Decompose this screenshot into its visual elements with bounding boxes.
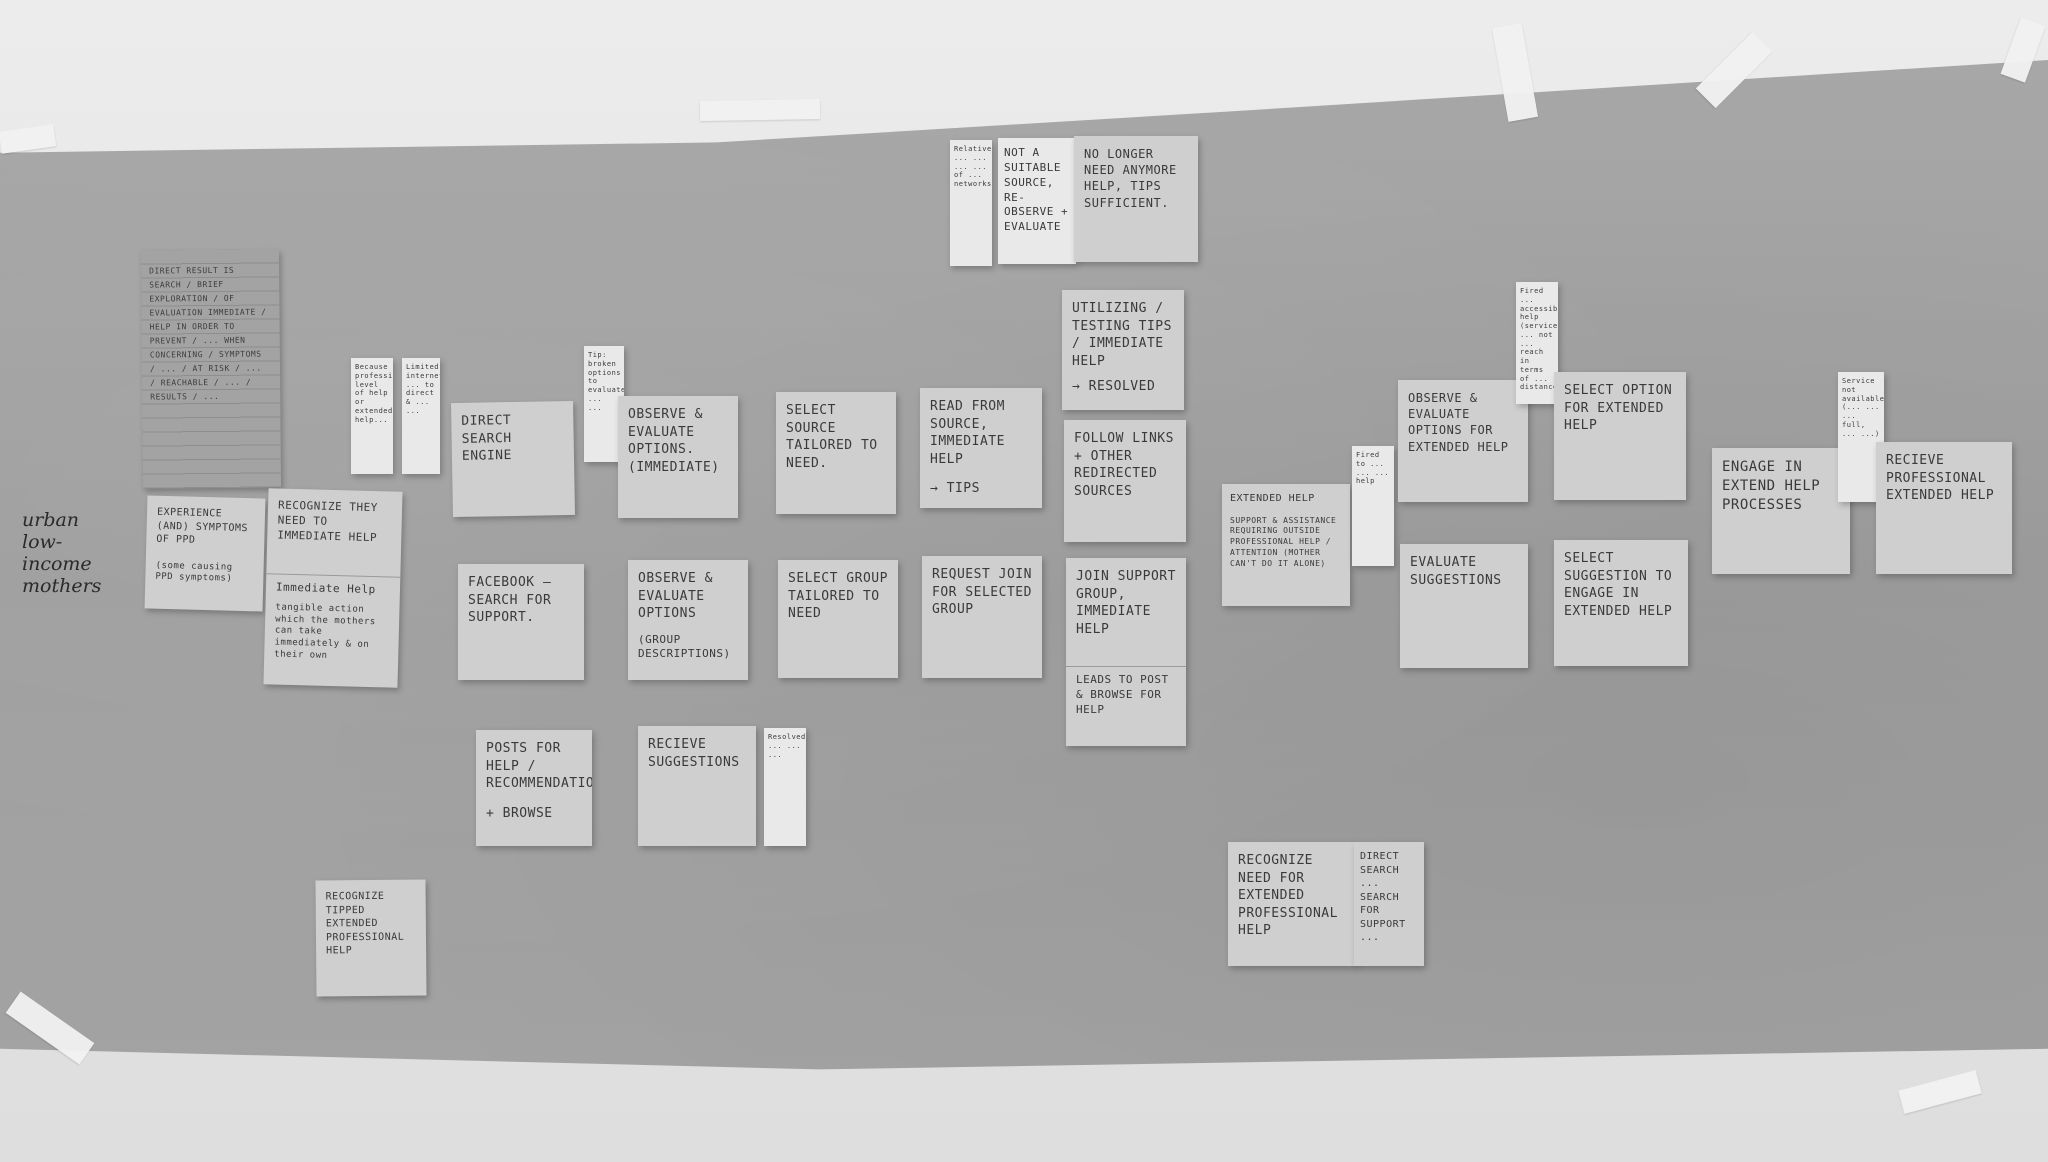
note-recognize-immediate-help: Recognize they need to immediate help Im… [263, 488, 403, 688]
note-select-source: Select source tailored to need. [776, 392, 896, 514]
note-text: Direct search ... search for support ... [1360, 851, 1406, 943]
persona-label-line-3: mothers [22, 574, 102, 597]
note-text: Fired to ... ... ... help [1356, 451, 1390, 486]
note-text: Recognize they need to immediate help [277, 498, 379, 544]
note-observe-evaluate-group: Observe & evaluate options (group descri… [628, 560, 748, 680]
note-not-suitable-source: Not a suitable source, re-observe + eval… [998, 138, 1076, 264]
note-text: Observe & evaluate options [638, 571, 713, 622]
note-text: Facebook — search for support. [468, 575, 552, 626]
note-text: Recieve professional extended help [1886, 453, 1995, 504]
note-tiny-4: Relatively ... ... ... ... of ... networ… [950, 140, 992, 266]
note-subtext: tangible action which the mothers can ta… [274, 602, 376, 661]
note-text: Utilizing / testing tips / immediate hel… [1072, 301, 1172, 369]
note-recognize-tipped: Recognize tipped extended professional h… [315, 879, 427, 997]
note-subtext: + browse [486, 805, 553, 821]
note-text: Select option for extended help [1564, 383, 1673, 434]
note-join-support-group: Join support group, immediate help Leads… [1066, 558, 1186, 746]
note-text: Service not available (... ... ... full,… [1842, 377, 1884, 438]
note-read-from-source: Read from source, immediate help → tips [920, 388, 1042, 508]
note-request-join-group: Request join for selected group [922, 556, 1042, 678]
note-text: Resolved ... ... ... [768, 733, 806, 759]
note-tiny-6: Fired to ... ... ... help [1352, 446, 1394, 566]
note-text: Fired ... accessible help (services ... … [1520, 287, 1558, 392]
note-subtext: (some causing PPD symptoms) [155, 560, 233, 584]
note-tiny-8: Service not available (... ... ... full,… [1838, 372, 1884, 502]
note-select-suggestion-engage: Select suggestion to engage in extended … [1554, 540, 1688, 666]
persona-label-line-2: low-income [22, 530, 92, 575]
note-observe-evaluate-extended: Observe & evaluate options for extended … [1398, 380, 1528, 502]
note-title: Extended help [1230, 493, 1315, 504]
note-follow-links: Follow links + other redirected sources [1064, 420, 1186, 542]
note-text: Join support group, immediate help [1076, 569, 1176, 637]
note-evaluate-suggestions: Evaluate suggestions [1400, 544, 1528, 668]
note-direct-search-support: Direct search ... search for support ... [1354, 842, 1424, 966]
note-observe-evaluate-immediate: Observe & evaluate options. (immediate) [618, 396, 738, 518]
persona-label: urban low-income mothers [22, 509, 122, 597]
note-text: Evaluate suggestions [1410, 555, 1502, 588]
note-no-longer-need-help: No longer need anymore help, tips suffic… [1074, 136, 1198, 262]
persona-label-line-1: urban [22, 509, 80, 531]
note-text: Select group tailored to need [788, 571, 888, 622]
note-text: Observe & evaluate options. (immediate) [628, 407, 720, 475]
note-extended-help: Extended help Support & assistance requi… [1222, 484, 1350, 606]
note-divider [1066, 666, 1186, 668]
note-text: Not a suitable source, re-observe + eval… [1004, 146, 1069, 234]
note-text: Read from source, immediate help [930, 399, 1005, 467]
note-direct-search-engine: Direct search engine [451, 400, 575, 518]
note-text: Because professional level of help or ex… [355, 363, 393, 424]
note-select-option-extended: Select option for extended help [1554, 372, 1686, 500]
note-subtext: (group descriptions) [638, 632, 731, 661]
note-text: Request join for selected group [932, 567, 1032, 618]
note-tiny-5: Resolved ... ... ... [764, 728, 806, 846]
note-tiny-2: Limited internet ... to direct & ... ... [402, 358, 440, 474]
note-experience-symptoms: Experience (and) symptoms of PPD (some c… [144, 495, 266, 612]
note-engage-extend-help: Engage in extend help processes [1712, 448, 1850, 574]
note-text: Posts for help / recommendations [486, 741, 592, 792]
note-title: Immediate Help [275, 580, 376, 596]
note-recognize-extended-need: Recognize need for extended professional… [1228, 842, 1356, 966]
note-subtext: Support & assistance requiring outside p… [1230, 515, 1337, 568]
note-tiny-7: Fired ... accessible help (services ... … [1516, 282, 1558, 404]
note-text: Select suggestion to engage in extended … [1564, 551, 1673, 619]
note-subtext: → tips [930, 481, 980, 497]
note-text: Select source tailored to need. [786, 403, 878, 471]
note-divider [266, 572, 401, 578]
note-text: Experience (and) symptoms of PPD [156, 506, 249, 546]
note-tiny-3: Tip: broken options to evaluate, ... ... [584, 346, 624, 462]
note-text: No longer need anymore help, tips suffic… [1084, 147, 1177, 210]
note-text: Relatively ... ... ... ... of ... networ… [954, 145, 992, 188]
note-subtext: → resolved [1072, 379, 1156, 395]
note-text: Engage in extend help processes [1722, 459, 1821, 513]
note-facebook-search: Facebook — search for support. [458, 564, 584, 680]
note-recieve-suggestions: Recieve suggestions [638, 726, 756, 846]
lined-note: Direct result is search / brief explorat… [140, 249, 282, 489]
note-text: Tip: broken options to evaluate, ... ... [588, 351, 624, 412]
note-text: Follow links + other redirected sources [1074, 431, 1174, 499]
tape-top-middle [699, 98, 821, 122]
note-text: Recognize tipped extended professional h… [325, 890, 405, 957]
note-text: Observe & evaluate options for extended … [1408, 391, 1509, 454]
note-posts-for-help: Posts for help / recommendations + brows… [476, 730, 592, 846]
note-text: Recieve suggestions [648, 737, 740, 770]
note-text: Direct search engine [461, 413, 513, 464]
note-recieve-professional-extended: Recieve professional extended help [1876, 442, 2012, 574]
note-select-group: Select group tailored to need [778, 560, 898, 678]
note-tiny-1: Because professional level of help or ex… [351, 358, 393, 474]
lined-note-text: Direct result is search / brief explorat… [149, 265, 267, 402]
note-subtext: Leads to post & browse for help [1076, 673, 1169, 716]
note-text: Recognize need for extended professional… [1238, 853, 1338, 939]
note-utilizing-tips: Utilizing / testing tips / immediate hel… [1062, 290, 1184, 410]
note-text: Limited internet ... to direct & ... ... [406, 363, 440, 415]
